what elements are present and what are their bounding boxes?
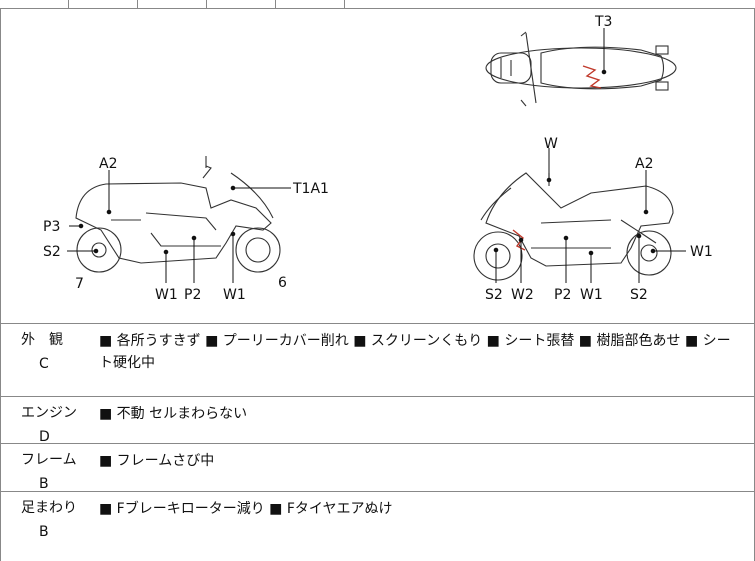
strip-divider (68, 0, 69, 8)
scooter-top-view (485, 31, 677, 107)
section-grade: C (39, 356, 49, 372)
section-name: フレーム (21, 452, 77, 468)
label-w1-left-a: W1 (155, 287, 178, 303)
label-s2-left: S2 (43, 244, 61, 260)
section-grade: B (39, 524, 49, 540)
section-grade: D (39, 429, 50, 445)
label-a2-left: A2 (99, 156, 117, 172)
section-notes: ■ 各所うすきず ■ プーリーカバー削れ ■ スクリーンくもり ■ シート張替 … (99, 333, 731, 371)
label-7: 7 (75, 276, 84, 292)
label-t1a1: T1A1 (292, 181, 329, 197)
top-table-strip (0, 0, 755, 9)
label-a2-right: A2 (635, 156, 653, 172)
section-label: エンジン D (21, 403, 81, 447)
label-s2-right-a: S2 (485, 287, 503, 303)
section-exterior: 外 観 C ■ 各所うすきず ■ プーリーカバー削れ ■ スクリーンくもり ■ … (0, 324, 755, 397)
motorcycle-diagram: T3 W A2 T1A1 P3 S2 7 W1 P2 W1 6 A2 W1 S2… (43, 14, 713, 303)
section-engine: エンジン D ■ 不動 セルまわらない (0, 397, 755, 447)
section-notes: ■ 不動 セルまわらない (99, 406, 248, 422)
section-notes: ■ Fブレーキローター減り ■ Fタイヤエアぬけ (99, 501, 393, 517)
label-s2-right-b: S2 (630, 287, 648, 303)
strip-divider (137, 0, 138, 8)
label-w1-right: W1 (690, 244, 713, 260)
label-w1-left-b: W1 (223, 287, 246, 303)
label-6: 6 (278, 275, 287, 291)
section-suspension: 足まわり B ■ Fブレーキローター減り ■ Fタイヤエアぬけ (0, 492, 755, 561)
section-name: 外 観 (21, 332, 63, 348)
section-grade: B (39, 476, 49, 492)
label-p2-left: P2 (184, 287, 201, 303)
strip-divider (206, 0, 207, 8)
scooter-left-view (75, 156, 281, 273)
strip-divider (344, 0, 345, 8)
strip-divider (275, 0, 276, 8)
section-label: 足まわり B (21, 498, 81, 542)
label-w-top: W (544, 136, 558, 152)
damage-mark-seat (582, 65, 602, 89)
label-p3: P3 (43, 219, 60, 235)
section-name: エンジン (21, 405, 77, 421)
scooter-right-view (473, 172, 674, 281)
label-t3: T3 (594, 14, 612, 30)
label-p2-right: P2 (554, 287, 571, 303)
section-notes: ■ フレームさび中 (99, 453, 215, 469)
label-w2-right: W2 (511, 287, 534, 303)
section-label: 外 観 C (21, 330, 81, 374)
label-w1-right-b: W1 (580, 287, 603, 303)
section-label: フレーム B (21, 450, 81, 494)
damage-diagram-panel: T3 W A2 T1A1 P3 S2 7 W1 P2 W1 6 A2 W1 S2… (0, 8, 755, 324)
section-frame: フレーム B ■ フレームさび中 (0, 444, 755, 492)
section-name: 足まわり (21, 500, 77, 516)
